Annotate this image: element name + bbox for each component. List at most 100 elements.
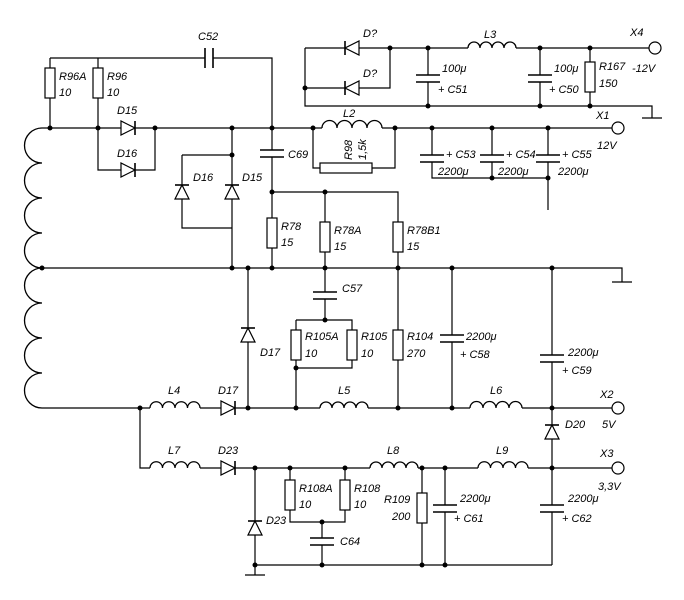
diode-d15-bridge	[224, 183, 240, 200]
capacitor-c53	[420, 154, 444, 163]
label-d17-vertical: D17	[260, 347, 281, 359]
label-x4: X4	[629, 27, 643, 39]
label-d16-upper: D16	[117, 148, 138, 160]
label-r108a: R108A	[299, 483, 333, 495]
label-r96a: R96A	[59, 71, 87, 83]
label-l7: L7	[168, 445, 181, 457]
capacitor-c57	[313, 291, 337, 300]
label-l6: L6	[490, 385, 503, 397]
label-c57: C57	[342, 283, 363, 295]
label-l2: L2	[343, 108, 355, 120]
inductor-l8	[369, 461, 419, 469]
capacitor-c54	[480, 154, 504, 163]
label-c52: C52	[198, 31, 218, 43]
label-c59: + C59	[562, 365, 592, 377]
label-c51-value: 100μ	[442, 63, 466, 75]
label-c54: + C54	[506, 149, 536, 161]
label-c54-value: 2200μ	[497, 166, 529, 178]
label-c55: + C55	[562, 149, 593, 161]
label-l3: L3	[484, 29, 497, 41]
diode-d16-bridge	[174, 183, 190, 200]
label-r105: R105	[361, 331, 388, 343]
resistor-r96	[92, 67, 104, 99]
capacitor-c50	[528, 74, 552, 83]
resistor-r105	[346, 329, 358, 361]
label-r96: R96	[107, 71, 128, 83]
label-c50-value: 100μ	[554, 63, 578, 75]
transformer-winding-upper	[23, 127, 43, 269]
label-c62-value: 2200μ	[567, 493, 599, 505]
capacitor-c64	[310, 537, 334, 546]
label-d-top: D?	[363, 28, 378, 40]
diode-d20	[544, 423, 560, 440]
label-r98-value: 1,5k	[357, 139, 369, 160]
label-x2: X2	[599, 389, 613, 401]
resistor-r104	[392, 329, 404, 361]
label-r167-value: 150	[599, 78, 618, 90]
label-x3-voltage: 3,3V	[598, 481, 622, 493]
diode-d15-upper	[120, 120, 137, 136]
terminal-x3	[611, 461, 625, 475]
label-c59-value: 2200μ	[567, 347, 599, 359]
label-r108a-value: 10	[299, 499, 312, 511]
label-d-bottom: D?	[363, 68, 378, 80]
resistor-r108	[339, 479, 351, 511]
label-c61-value: 2200μ	[459, 493, 491, 505]
diode-d17-horizontal	[220, 400, 237, 416]
label-r108-value: 10	[354, 499, 367, 511]
resistor-r105a	[290, 329, 302, 361]
resistor-r98	[319, 162, 373, 174]
label-12v: 12V	[597, 140, 618, 152]
terminal-12v	[611, 121, 625, 135]
label-c64: C64	[340, 536, 360, 548]
diode-d23-horizontal	[220, 460, 237, 476]
label-r105a: R105A	[305, 331, 339, 343]
diode-d23-vertical	[247, 519, 263, 536]
diode-d17-vertical	[240, 326, 256, 343]
label-c53: + C53	[446, 149, 477, 161]
label-x4-voltage: -12V	[632, 63, 657, 75]
label-r78-value: 15	[281, 237, 294, 249]
label-x3: X3	[599, 448, 614, 460]
diode-d-bottom	[343, 80, 360, 96]
label-c51: + C51	[438, 84, 468, 96]
capacitor-c52	[204, 48, 214, 68]
label-l8: L8	[387, 445, 400, 457]
label-l4: L4	[168, 385, 180, 397]
label-c62: + C62	[562, 513, 592, 525]
label-d20: D20	[565, 419, 586, 431]
diode-d16-upper	[120, 162, 137, 178]
label-l9: L9	[496, 445, 508, 457]
label-c58: + C58	[460, 349, 491, 361]
junction-dots	[39, 45, 593, 568]
resistor-r96a	[44, 67, 56, 99]
label-c50: + C50	[549, 84, 580, 96]
resistor-r108a	[284, 479, 296, 511]
inductor-l3	[467, 41, 517, 49]
capacitor-c69	[260, 149, 284, 158]
label-r78a: R78A	[334, 225, 362, 237]
label-c53-value: 2200μ	[437, 166, 469, 178]
label-r78b1: R78B1	[407, 225, 441, 237]
inductor-l9	[477, 461, 529, 469]
inductor-l5	[319, 401, 369, 409]
label-r78a-value: 15	[334, 241, 347, 253]
diode-d-top	[343, 40, 360, 56]
label-r104: R104	[407, 331, 433, 343]
capacitor-c58	[440, 334, 464, 343]
label-x2-voltage: 5V	[602, 419, 617, 431]
inductor-l2	[321, 119, 383, 129]
label-r96-value: 10	[107, 87, 120, 99]
label-r78: R78	[281, 221, 302, 233]
label-d15-upper: D15	[117, 105, 138, 117]
resistor-r78a	[319, 221, 331, 253]
terminal-x4	[648, 41, 662, 55]
capacitor-c59	[540, 354, 564, 363]
inductor-l7	[149, 461, 201, 469]
label-d15-bridge: D15	[242, 172, 263, 184]
label-r98: R98	[343, 139, 355, 160]
capacitor-c51	[416, 74, 440, 83]
label-r105-value: 10	[361, 348, 374, 360]
label-r108: R108	[354, 483, 381, 495]
